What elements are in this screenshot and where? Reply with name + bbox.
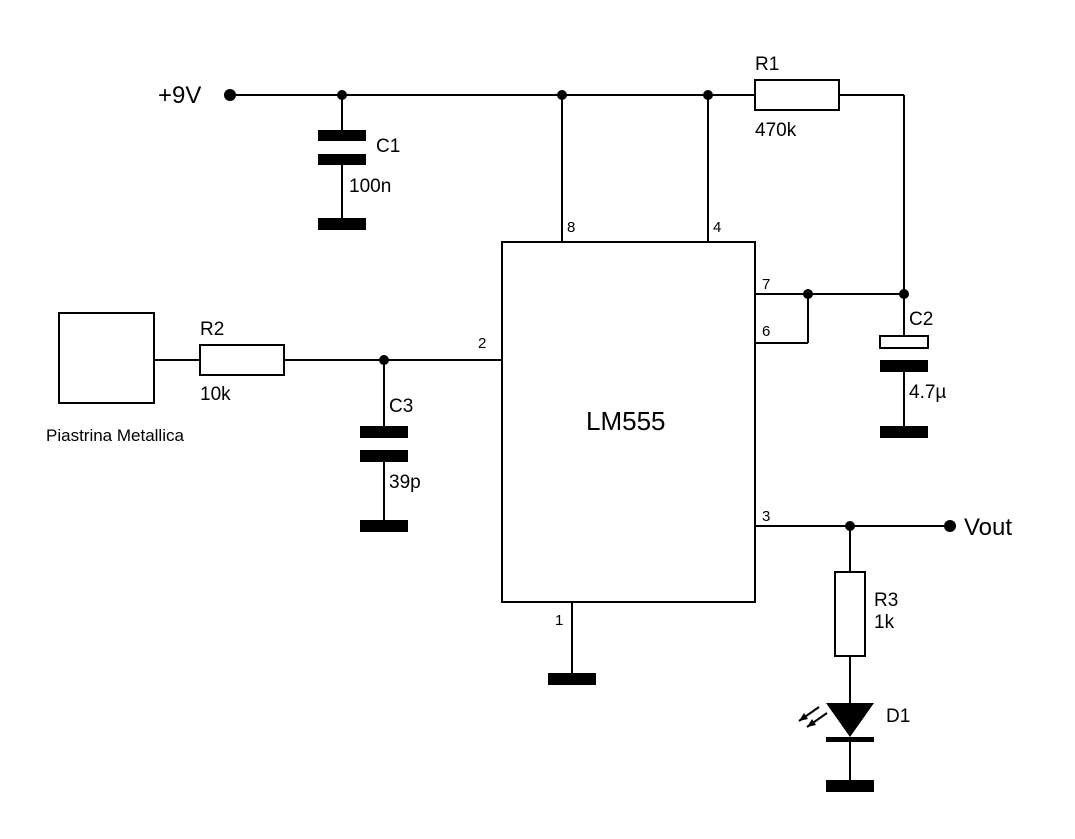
r1-ref: R1 — [755, 54, 779, 75]
pin-1-label: 1 — [555, 612, 563, 629]
pin-4-label: 4 — [713, 219, 721, 236]
pin-6-label: 6 — [762, 323, 770, 340]
capacitor-c2 — [879, 294, 929, 438]
c2-ref: C2 — [909, 309, 933, 330]
supply-label: +9V — [158, 82, 201, 109]
output-label: Vout — [964, 514, 1012, 541]
c1-ref: C1 — [376, 136, 400, 157]
led-d1 — [826, 703, 874, 792]
ground-d1 — [826, 780, 874, 792]
capacitor-c3 — [360, 360, 408, 532]
pin-3-label: 3 — [762, 508, 770, 525]
supply-terminal — [224, 89, 236, 101]
junction-pin8 — [557, 90, 567, 100]
pin-8-label: 8 — [567, 219, 575, 236]
plate-label: Piastrina Metallica — [46, 426, 184, 445]
pin-2-label: 2 — [478, 335, 486, 352]
r3-value: 1k — [874, 612, 895, 633]
r2-value: 10k — [200, 384, 231, 405]
capacitor-c1 — [318, 95, 366, 230]
c3-ref: C3 — [389, 396, 413, 417]
pin7-pin6-wire — [755, 293, 904, 344]
led-light-arrows-icon — [798, 706, 828, 728]
ground-c1 — [318, 218, 366, 230]
r3-ref: R3 — [874, 590, 898, 611]
pin1-ground — [548, 602, 596, 685]
c3-value: 39p — [389, 472, 421, 493]
resistor-r3 — [834, 526, 866, 703]
r1-value: 470k — [755, 120, 797, 141]
touch-plate — [58, 312, 155, 404]
ic-lm555 — [501, 241, 756, 603]
d1-ref: D1 — [886, 706, 910, 727]
ground-c3 — [360, 520, 408, 532]
junction-pin4 — [703, 90, 713, 100]
junction-c1 — [337, 90, 347, 100]
resistor-r1 — [754, 79, 905, 294]
output-terminal — [944, 520, 956, 532]
c2-value: 4.7µ — [909, 382, 946, 403]
ic-name: LM555 — [586, 406, 666, 436]
c1-value: 100n — [349, 176, 391, 197]
resistor-r2 — [154, 344, 502, 376]
junction-pin7 — [803, 289, 813, 299]
ground-c2 — [880, 426, 928, 438]
pin-7-label: 7 — [762, 276, 770, 293]
r2-ref: R2 — [200, 319, 224, 340]
